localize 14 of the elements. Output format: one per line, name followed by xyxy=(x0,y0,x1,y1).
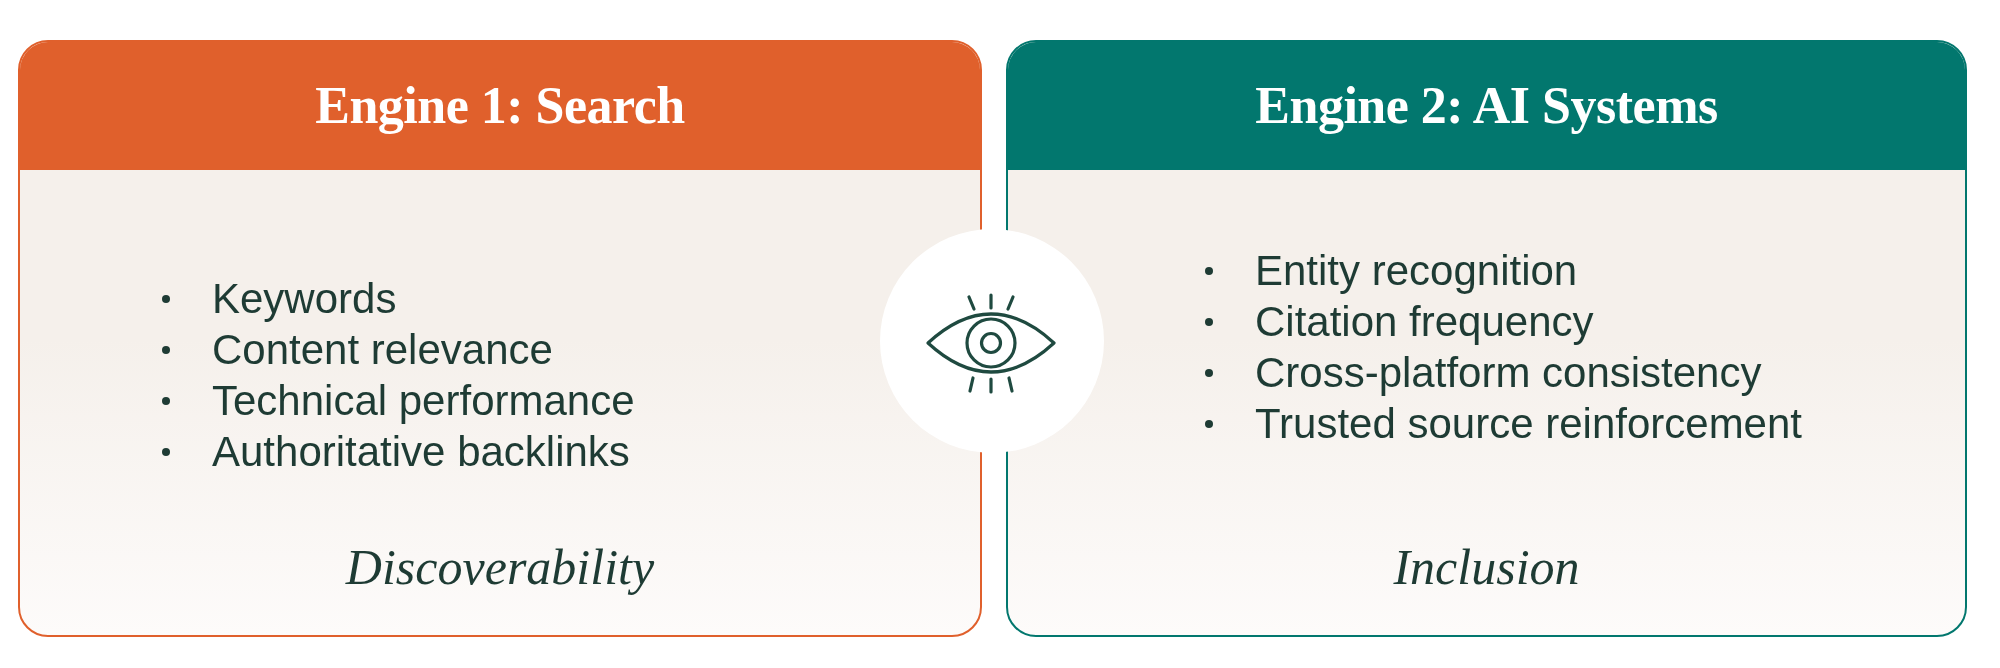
card-panel xyxy=(1006,40,1967,637)
list-item: Content relevance xyxy=(212,325,553,375)
list-item: Cross-platform consistency xyxy=(1255,348,1762,398)
outcome-label: Discoverability xyxy=(345,538,655,597)
card-title: Engine 2: AI Systems xyxy=(1255,76,1718,136)
card-panel xyxy=(18,40,982,637)
list-item: Keywords xyxy=(212,274,397,324)
list-item: Trusted source reinforcement xyxy=(1255,399,1802,449)
list-item: Technical performance xyxy=(212,376,635,426)
card-title: Engine 1: Search xyxy=(315,76,685,136)
outcome-label: Inclusion xyxy=(1393,538,1580,597)
list-item: Authoritative backlinks xyxy=(212,427,630,477)
list-item: Citation frequency xyxy=(1255,297,1594,347)
list-item: Entity recognition xyxy=(1255,246,1578,296)
